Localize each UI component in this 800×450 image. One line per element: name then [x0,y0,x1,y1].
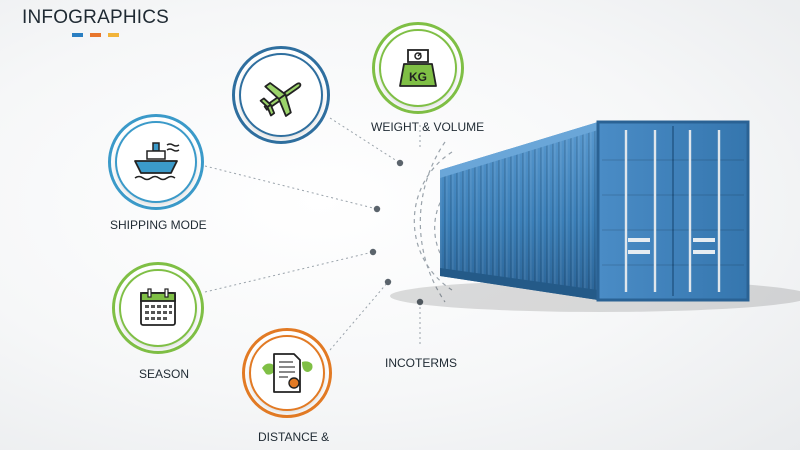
accent-bar-yellow [108,33,119,37]
accent-bar-blue [72,33,83,37]
season-label: SEASON [139,367,190,381]
title-accent-bars [72,33,119,37]
ship-icon [134,142,180,181]
connector-season [204,251,374,293]
weight-node: KG [372,22,464,114]
airplane-icon [259,82,302,117]
shipping-mode-label: SHIPPING MODE [110,218,207,232]
season-node [112,262,204,354]
incoterms-label: INCOTERMS [385,356,457,370]
calendar-icon [140,288,176,326]
distance-node [242,328,332,418]
document-map-icon [262,353,313,393]
weight-badge-text: KG [409,70,427,84]
connector-dot [373,205,381,213]
weight-scale-icon: KG [399,49,437,87]
airplane-node [232,46,330,144]
connector-dot [416,298,424,306]
connector-dot [396,159,404,167]
connector-plane [329,117,401,164]
connector-dot [384,278,392,286]
inner-arc [434,177,461,279]
outer-arc [419,141,446,303]
accent-bar-orange [90,33,101,37]
connector-dot [369,248,377,256]
distance-label: DISTANCE & [258,430,330,444]
weight-volume-label: WEIGHT & VOLUME [371,120,485,134]
shipping-mode-node [108,114,204,210]
middle-arc [413,151,453,291]
page-title: INFOGRAPHICS [22,7,170,28]
